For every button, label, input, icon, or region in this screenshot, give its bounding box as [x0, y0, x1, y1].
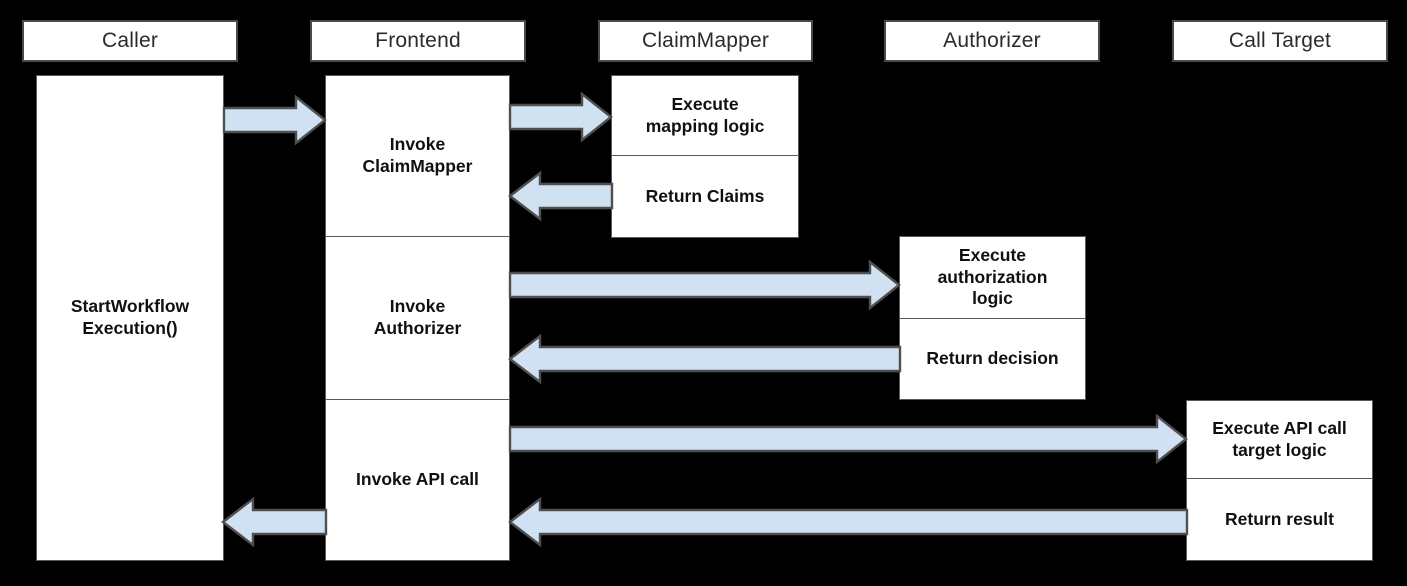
lifeline-header-authorizer[interactable]: Authorizer — [884, 20, 1100, 62]
activation-claimmapper-execute-mapping-logic[interactable]: Execute mapping logic — [611, 75, 799, 156]
activation-authorizer-execute-authorization-logic[interactable]: Execute authorization logic — [899, 236, 1086, 319]
activation-frontend-invoke-authorizer[interactable]: Invoke Authorizer — [325, 237, 510, 400]
activation-claimmapper-return-claims-label: Return Claims — [645, 185, 765, 206]
lifeline-header-caller[interactable]: Caller — [22, 20, 238, 62]
activation-caller-start-workflow-label: StartWorkflow Execution() — [70, 296, 190, 338]
activation-claimmapper-execute-mapping-logic-label: Execute mapping logic — [645, 93, 765, 136]
activation-frontend-invoke-authorizer-label: Invoke Authorizer — [373, 296, 462, 338]
lifeline-header-claimmapper[interactable]: ClaimMapper — [598, 20, 813, 62]
activation-frontend-invoke-claimmapper[interactable]: Invoke ClaimMapper — [325, 75, 510, 237]
activation-calltarget-return-result-label: Return result — [1225, 508, 1334, 529]
activation-calltarget-execute-api-call-target-logic[interactable]: Execute API call target logic — [1186, 400, 1373, 479]
message-arrow-authorizer-to-frontend[interactable] — [508, 333, 902, 385]
lifeline-header-calltarget-label: Call Target — [1228, 29, 1332, 52]
activation-authorizer-return-decision[interactable]: Return decision — [899, 319, 1086, 400]
message-arrow-calltarget-to-frontend[interactable] — [508, 496, 1189, 548]
activation-calltarget-return-result[interactable]: Return result — [1186, 479, 1373, 561]
activation-frontend-invoke-claimmapper-label: Invoke ClaimMapper — [362, 134, 473, 176]
lifeline-header-frontend[interactable]: Frontend — [310, 20, 526, 62]
activation-authorizer-return-decision-label: Return decision — [926, 348, 1059, 369]
activation-claimmapper-return-claims[interactable]: Return Claims — [611, 156, 799, 238]
message-arrow-frontend-to-claimmapper[interactable] — [508, 91, 613, 143]
activation-frontend-invoke-api-call-label: Invoke API call — [356, 469, 479, 490]
activation-caller-start-workflow[interactable]: StartWorkflow Execution() — [36, 75, 224, 561]
activation-frontend-invoke-api-call[interactable]: Invoke API call — [325, 400, 510, 561]
lifeline-header-claimmapper-label: ClaimMapper — [641, 29, 770, 52]
lifeline-header-calltarget[interactable]: Call Target — [1172, 20, 1388, 62]
lifeline-header-frontend-label: Frontend — [375, 29, 461, 52]
message-arrow-frontend-to-calltarget[interactable] — [508, 413, 1188, 465]
lifeline-header-caller-label: Caller — [101, 29, 159, 52]
message-arrow-claimmapper-to-frontend[interactable] — [508, 170, 614, 222]
message-arrow-frontend-to-caller[interactable] — [221, 496, 328, 548]
activation-calltarget-execute-api-call-target-logic-label: Execute API call target logic — [1212, 417, 1347, 460]
activation-authorizer-execute-authorization-logic-label: Execute authorization logic — [937, 244, 1048, 309]
lifeline-header-authorizer-label: Authorizer — [943, 29, 1041, 52]
message-arrow-frontend-to-authorizer[interactable] — [508, 259, 901, 311]
message-arrow-caller-to-frontend[interactable] — [222, 94, 327, 146]
